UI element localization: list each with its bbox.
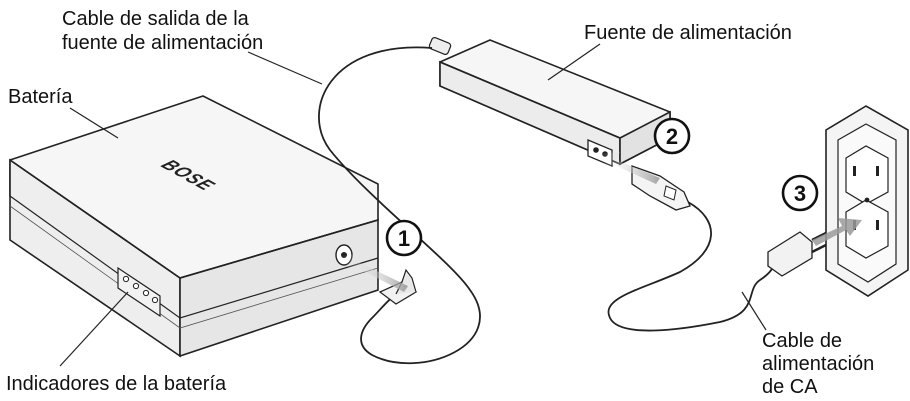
battery-unit bbox=[9, 95, 379, 358]
insert-arrow-3 bbox=[812, 218, 862, 246]
step-1-badge: 1 bbox=[385, 219, 423, 257]
insert-arrow-1 bbox=[340, 254, 408, 292]
label-ac-cable-line3: de CA bbox=[762, 376, 818, 398]
step-3-badge: 3 bbox=[781, 174, 819, 212]
label-output-cable-line2: fuente de alimentación bbox=[62, 32, 264, 54]
battery-indicators bbox=[117, 266, 161, 318]
label-power-supply: Fuente de alimentación bbox=[584, 22, 792, 44]
wall-outlet bbox=[825, 105, 909, 297]
svg-text:1: 1 bbox=[398, 226, 410, 251]
label-ac-cable-line1: Cable de bbox=[762, 330, 843, 352]
power-supply-unit bbox=[428, 36, 671, 167]
leader-battery bbox=[69, 107, 119, 139]
step-2-badge: 2 bbox=[653, 117, 691, 155]
leader-output-cable bbox=[247, 51, 323, 85]
label-output-cable-line1: Cable de salida de la bbox=[62, 8, 249, 30]
label-ac-cable-line2: alimentación bbox=[762, 353, 875, 375]
svg-text:3: 3 bbox=[794, 181, 806, 206]
output-cable bbox=[318, 46, 481, 365]
insert-arrow-2 bbox=[598, 152, 660, 184]
leader-indicators bbox=[59, 291, 129, 367]
label-battery-indicators: Indicadores de la batería bbox=[6, 373, 227, 395]
leader-power-supply bbox=[547, 43, 601, 81]
label-battery: Batería bbox=[8, 86, 73, 108]
svg-text:2: 2 bbox=[666, 124, 678, 149]
ac-power-cable bbox=[607, 201, 779, 332]
leader-ac-cable bbox=[741, 291, 767, 331]
